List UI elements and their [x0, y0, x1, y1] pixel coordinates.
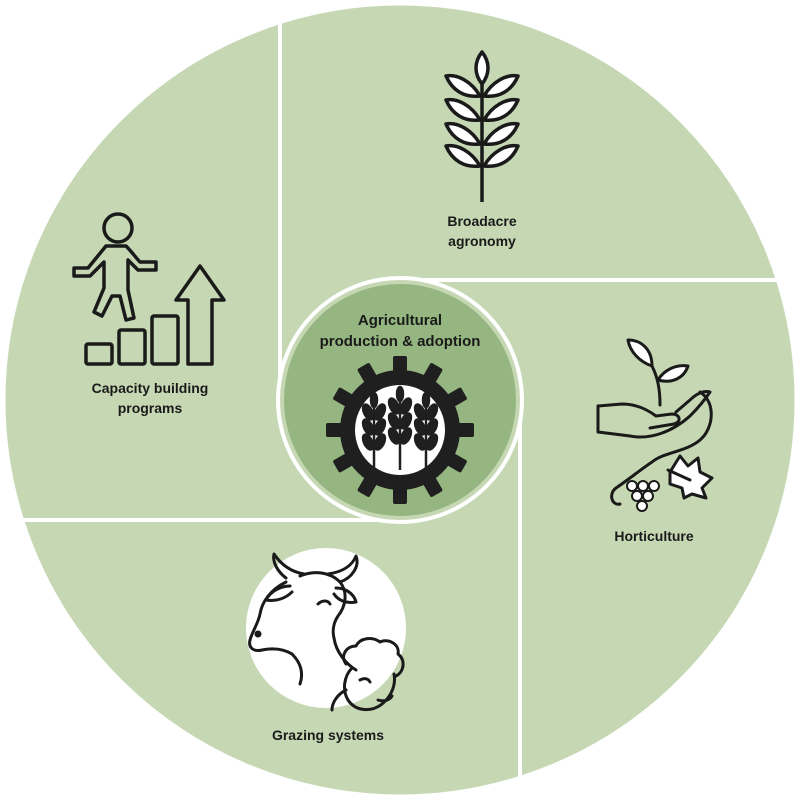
segment-broadacre-label-line1: Broadacre	[447, 213, 516, 229]
segment-capacity: Capacity building programs	[72, 212, 226, 416]
segment-grazing: Grazing systems	[246, 548, 406, 743]
segment-broadacre-label-line2: agronomy	[448, 233, 516, 249]
center-title-line1: Agricultural	[358, 312, 442, 329]
segment-broadacre: Broadacre agronomy	[444, 50, 520, 249]
hand-seedling-grapes-icon	[596, 338, 714, 506]
grape-cluster-icon	[626, 480, 660, 512]
segment-capacity-label-line1: Capacity building	[92, 380, 209, 396]
wheat-stalk-icon	[444, 50, 520, 202]
gear-with-wheat-icon	[326, 356, 474, 504]
segment-horticulture-label: Horticulture	[614, 528, 694, 544]
person-climbing-steps-icon	[72, 212, 226, 366]
center-title-line2: production & adoption	[320, 333, 481, 350]
segment-grazing-label: Grazing systems	[272, 727, 384, 743]
center-hub: Agricultural production & adoption	[276, 276, 524, 524]
segment-capacity-label-line2: programs	[118, 400, 183, 416]
grazing-icon-backdrop	[246, 548, 406, 708]
cow-sheep-icon	[248, 552, 405, 712]
segment-horticulture: Horticulture	[596, 338, 714, 544]
